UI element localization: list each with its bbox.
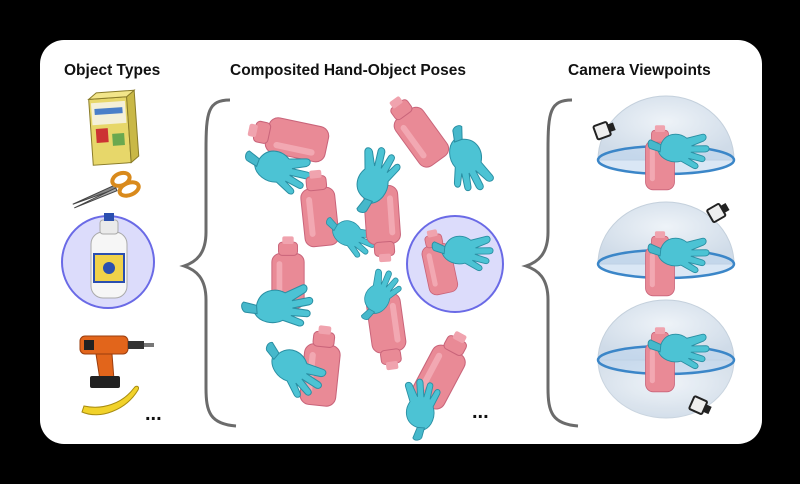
pose-2 (379, 88, 497, 198)
viewpoint-1 (592, 95, 736, 191)
pose-7 (253, 323, 344, 408)
cereal-box-icon (87, 89, 140, 166)
header-object-types: Object Types (64, 62, 161, 79)
drill-icon (79, 335, 154, 388)
header-viewpoints: Camera Viewpoints (568, 62, 711, 79)
right-brace (521, 98, 579, 428)
pose-8 (401, 324, 478, 442)
poses-ellipsis: ... (472, 401, 489, 423)
object-types-ellipsis: ... (145, 403, 162, 425)
viewpoint-3 (596, 299, 736, 419)
pose-5 (239, 235, 315, 331)
left-brace (179, 98, 237, 428)
banana-icon (81, 385, 139, 416)
highlight-object (61, 213, 155, 309)
header-poses: Composited Hand-Object Poses (230, 62, 466, 79)
scissors-icon (72, 170, 141, 209)
viewpoint-2 (596, 199, 736, 297)
highlight-pose (406, 215, 504, 313)
bottle-icon (90, 213, 128, 299)
pose-6 (351, 264, 411, 373)
